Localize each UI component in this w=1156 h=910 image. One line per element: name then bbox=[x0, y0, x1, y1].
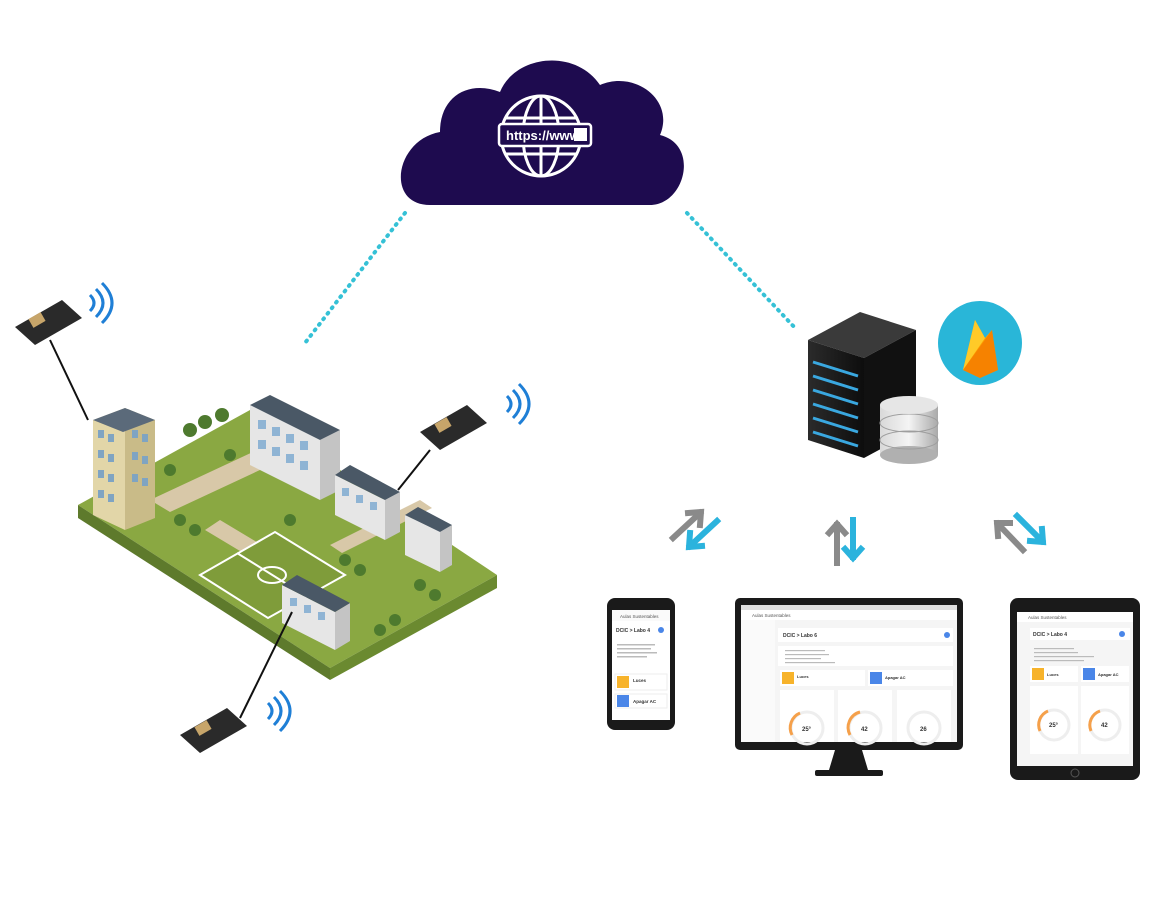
wifi-icon bbox=[88, 281, 114, 325]
tablet-temperature: 25° bbox=[1049, 723, 1059, 729]
desktop-lights-label: Luces bbox=[797, 674, 809, 679]
phone-lights-label: Luces bbox=[633, 678, 647, 683]
desktop-humidity: 42 bbox=[861, 727, 868, 733]
desktop-ac-label: Apagar AC bbox=[885, 675, 906, 680]
sync-arrows-desktop bbox=[824, 517, 866, 566]
desktop-monitor: Aulas Sustentables DCIC > Labo 6 Luces A… bbox=[735, 598, 963, 776]
sensor-board-2 bbox=[397, 382, 531, 491]
desktop-temperature: 25° bbox=[802, 727, 812, 733]
desktop-app-title: Aulas Sustentables bbox=[752, 613, 791, 618]
cloud-to-server-link bbox=[685, 211, 799, 332]
tablet-humidity: 42 bbox=[1101, 723, 1108, 729]
internet-cloud: https://www bbox=[400, 60, 684, 206]
sensor-board-1 bbox=[15, 281, 114, 421]
home-icon bbox=[574, 128, 587, 141]
wifi-icon bbox=[505, 382, 531, 426]
tablet-app-title: Aulas Sustentables bbox=[1028, 615, 1067, 620]
desktop-light-level: 26 bbox=[920, 727, 927, 733]
phone-app-title: Aulas Sustentables bbox=[620, 614, 659, 619]
building-right-2 bbox=[405, 507, 452, 572]
desktop-gauges: 25° 42 26 bbox=[780, 690, 951, 746]
phone-room-label: DCIC > Labo 4 bbox=[616, 628, 650, 634]
database-icon bbox=[879, 396, 939, 464]
tablet-ac-label: Apagar AC bbox=[1098, 672, 1119, 677]
tablet-lights-label: Luces bbox=[1047, 672, 1059, 677]
tablet-home-button bbox=[1070, 768, 1080, 778]
smartphone: Aulas Sustentables DCIC > Labo 4 Luces A… bbox=[607, 598, 675, 730]
phone-ac-label: Apagar AC bbox=[633, 699, 657, 704]
trees bbox=[164, 408, 441, 636]
sync-arrows-tablet bbox=[993, 511, 1047, 555]
campus-isometric bbox=[78, 395, 497, 680]
tall-building bbox=[93, 408, 155, 530]
sensor-board-3 bbox=[180, 611, 293, 753]
url-bar bbox=[497, 122, 593, 148]
wifi-icon bbox=[266, 689, 292, 733]
building-right-1 bbox=[335, 465, 400, 540]
firebase-icon bbox=[938, 301, 1022, 385]
url-text: https://www bbox=[506, 128, 581, 143]
tablet-room-label: DCIC > Labo 4 bbox=[1033, 632, 1067, 638]
building-front bbox=[282, 575, 350, 650]
server-rack bbox=[808, 312, 916, 458]
desktop-room-label: DCIC > Labo 6 bbox=[783, 633, 817, 639]
soccer-field bbox=[198, 530, 347, 620]
tablet: Aulas Sustentables DCIC > Labo 4 Luces A… bbox=[1010, 598, 1140, 780]
sync-arrows-phone bbox=[668, 508, 722, 551]
campus-to-cloud-link bbox=[303, 211, 407, 345]
